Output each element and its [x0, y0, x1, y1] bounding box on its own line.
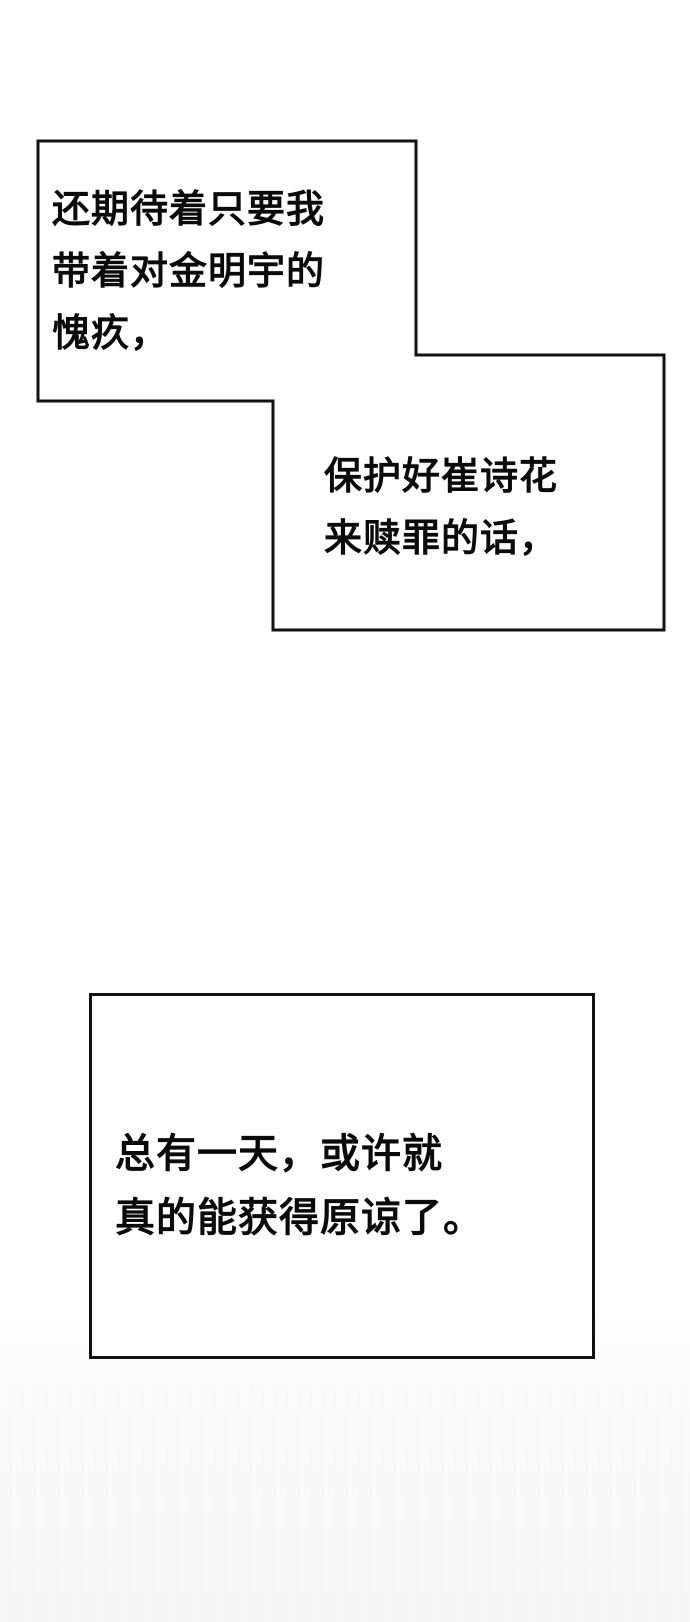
caption-line: 还期待着只要我	[52, 187, 326, 231]
caption-text-bottom: 总有一天，或许就 真的能获得原谅了。	[115, 1122, 484, 1250]
stepped-caption-outline	[36, 139, 666, 632]
caption-text-middle: 保护好崔诗花 来赎罪的话，	[324, 445, 558, 569]
caption-text-top: 还期待着只要我 带着对金明宇的 愧疚，	[52, 178, 325, 364]
caption-box-bottom	[89, 993, 595, 1359]
caption-line: 保护好崔诗花	[324, 454, 559, 498]
caption-line: 总有一天，或许就	[115, 1131, 443, 1177]
background-streaks	[0, 1380, 690, 1622]
caption-line: 愧疚，	[52, 311, 170, 355]
caption-line: 带着对金明宇的	[52, 249, 326, 293]
caption-line: 真的能获得原谅了。	[115, 1195, 484, 1241]
stepped-caption-box	[0, 0, 690, 660]
caption-line: 来赎罪的话，	[324, 516, 559, 560]
